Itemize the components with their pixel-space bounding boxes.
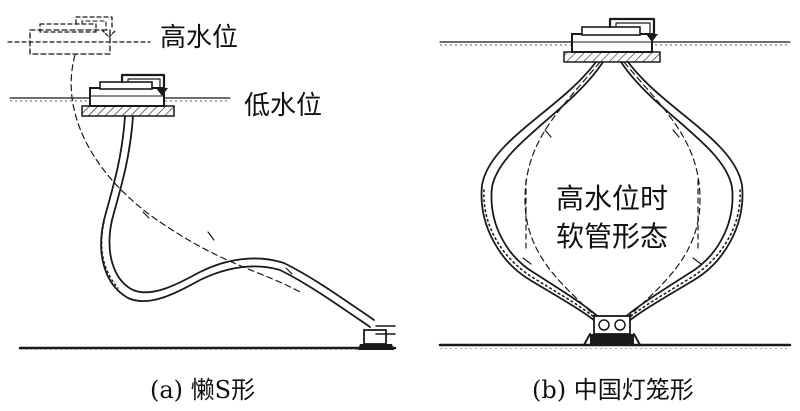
- lazy-s-hose: [100, 115, 375, 328]
- caption-b: (b) 中国灯笼形: [532, 376, 694, 404]
- label-low-water: 低水位: [244, 91, 322, 121]
- seabed-b: [438, 315, 792, 349]
- panel-a: 高水位 低水位: [7, 16, 397, 404]
- panel-b: 高水位时 软管形态 (b) 中国灯笼形: [438, 17, 792, 404]
- float-high: [29, 16, 117, 55]
- lantern-hose-left: [480, 61, 605, 326]
- float-low: [81, 73, 175, 117]
- lantern-hose-right: [619, 61, 744, 326]
- float-b: [563, 17, 661, 63]
- caption-a: (a) 懒S形: [150, 376, 255, 404]
- label-high-water-form-line1: 高水位时: [556, 182, 668, 215]
- hose-path-low-water-right: [619, 61, 701, 326]
- hose-path-high-water: [70, 54, 301, 293]
- label-high-water-form-line2: 软管形态: [556, 220, 668, 253]
- seabed-a: [18, 325, 397, 352]
- label-high-water: 高水位: [160, 23, 238, 53]
